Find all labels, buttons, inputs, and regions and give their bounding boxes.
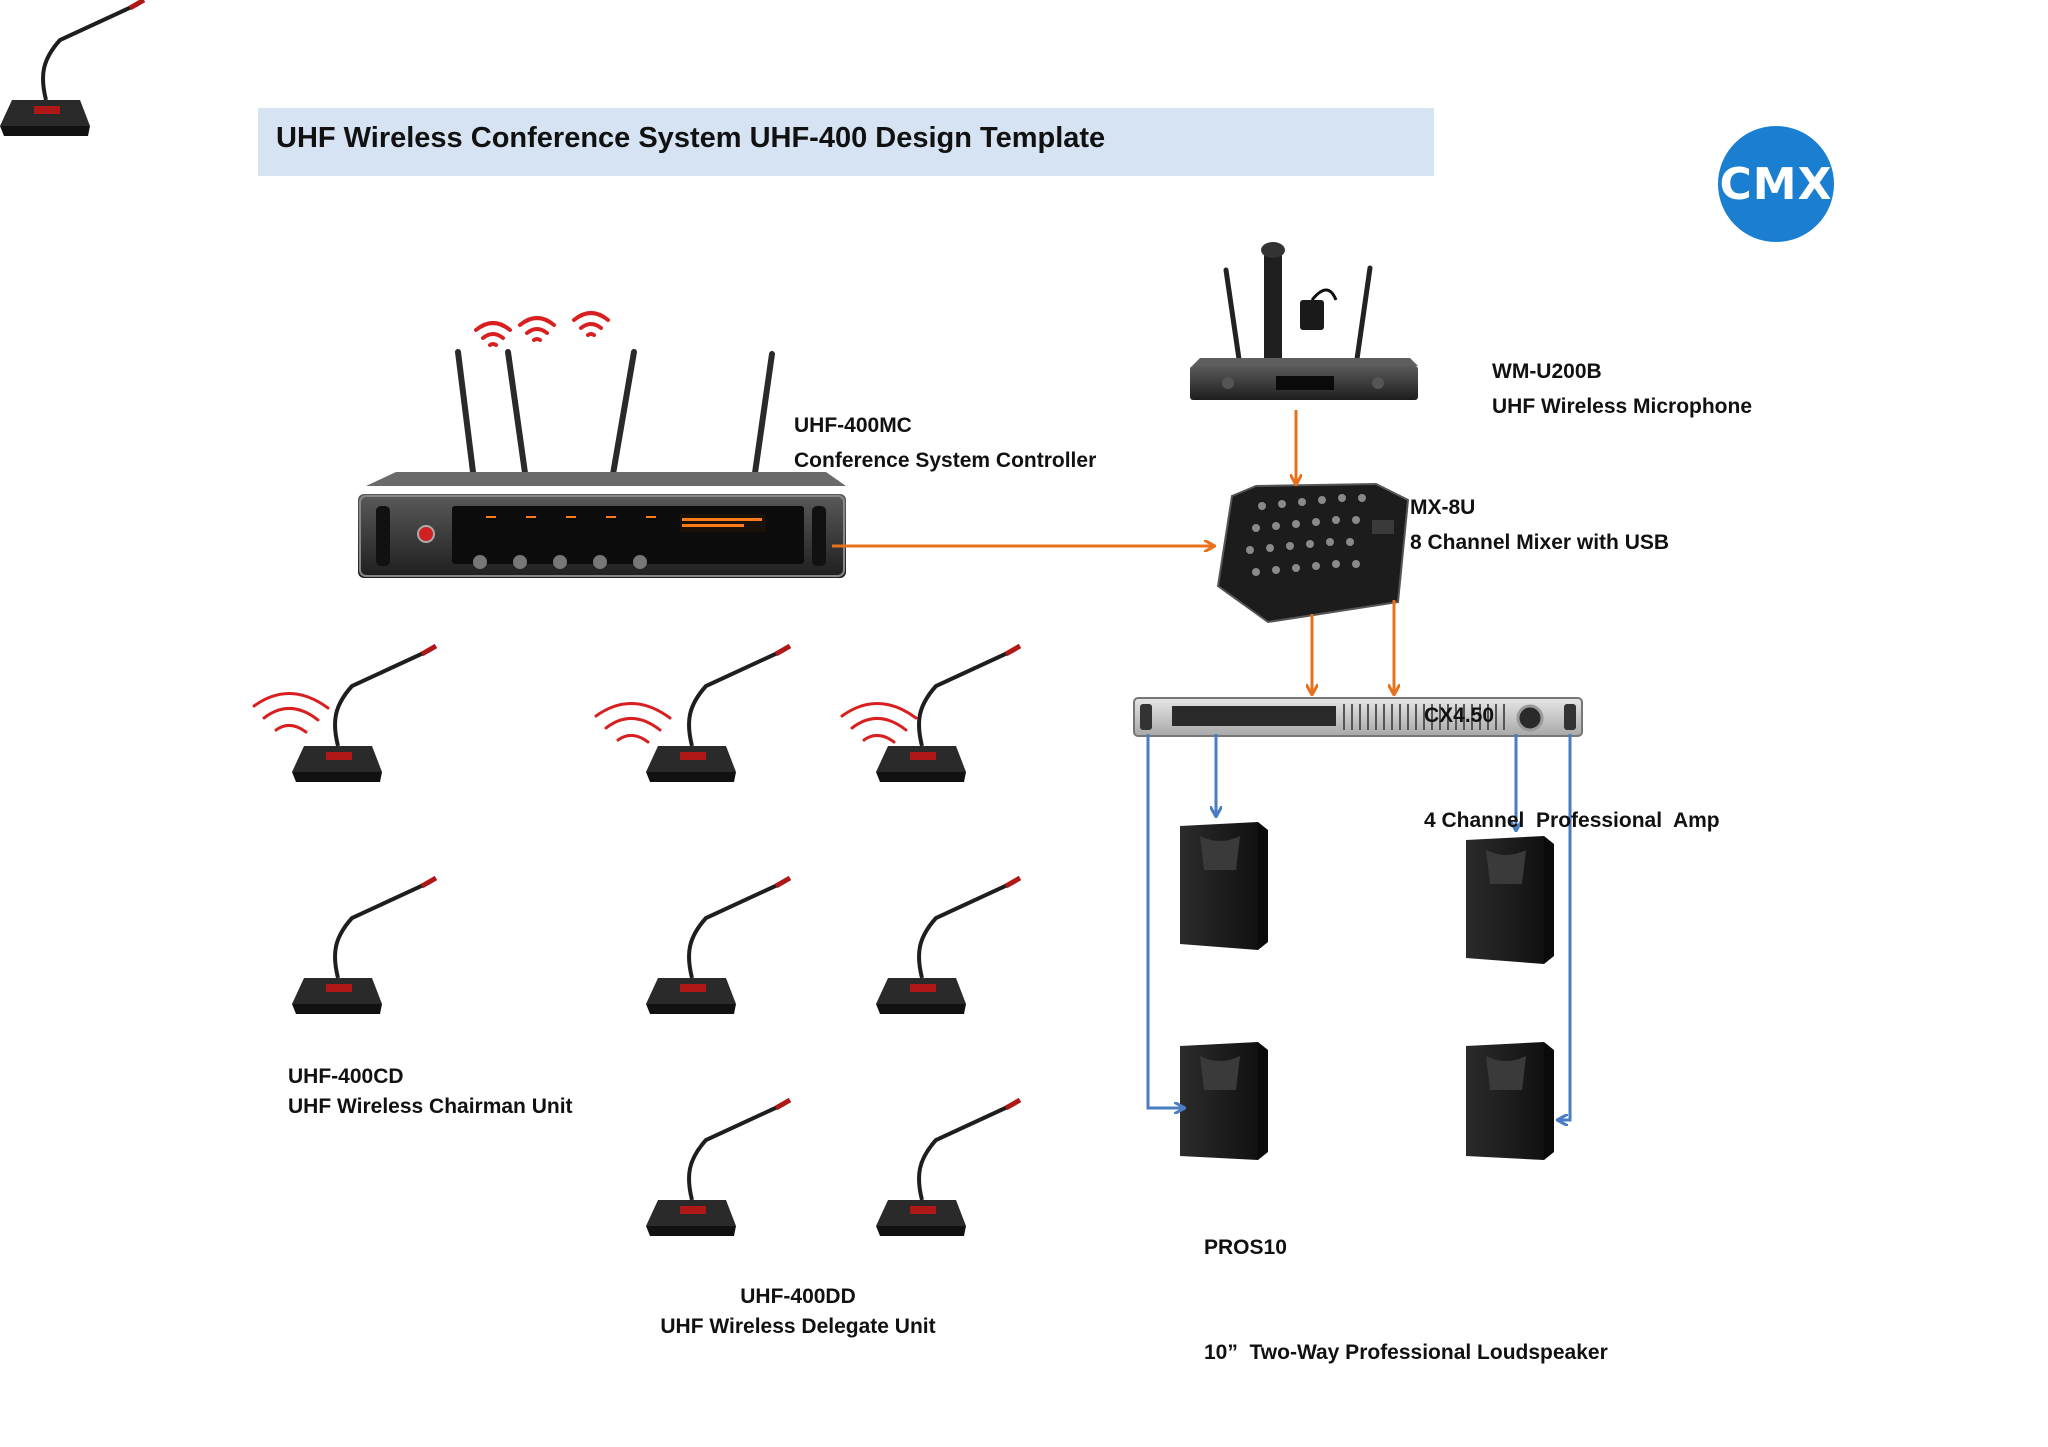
loudspeaker-icon <box>1180 822 1268 950</box>
wifi-signal-icon <box>252 692 918 744</box>
loudspeaker-icon <box>1180 1042 1268 1160</box>
controller-antennas <box>455 349 775 483</box>
chairman-model: UHF-400CD <box>288 1065 404 1088</box>
wifi-signal-icon <box>474 311 610 347</box>
controller-model: UHF-400MC <box>794 414 912 437</box>
delegate-label: UHF-400DD UHF Wireless Delegate Unit <box>658 1282 938 1342</box>
microphone-label: WM-U200B UHF Wireless Microphone <box>1492 354 1752 424</box>
loudspeaker-icon <box>1466 1042 1554 1160</box>
chairman-unit-2 <box>292 878 436 1014</box>
wireless-receiver-icon <box>1190 242 1418 400</box>
signal-arrows <box>832 410 1394 694</box>
chairman-name: UHF Wireless Chairman Unit <box>288 1095 573 1118</box>
speaker-lines <box>1146 734 1572 1120</box>
microphone-name: UHF Wireless Microphone <box>1492 395 1753 418</box>
delegate-unit-2 <box>876 646 1020 782</box>
microphone-model: WM-U200B <box>1492 360 1602 383</box>
chairman-unit-1 <box>292 646 436 782</box>
delegate-unit-5 <box>646 1100 790 1236</box>
gooseneck-mic-icon <box>0 0 146 136</box>
delegate-model: UHF-400DD <box>740 1285 856 1308</box>
speaker-model: PROS10 <box>1204 1236 1287 1259</box>
logo-text: CMX <box>1719 158 1833 210</box>
mixer-label: MX-8U 8 Channel Mixer with USB <box>1410 490 1669 560</box>
amp-label: CX4.50 4 Channel Professional Amp <box>1424 628 1720 873</box>
page-title: UHF Wireless Conference System UHF-400 D… <box>276 122 1106 154</box>
speaker-label: PROS10 10” Two-Way Professional Loudspea… <box>1204 1160 1608 1405</box>
delegate-unit-3 <box>646 878 790 1014</box>
chairman-label: UHF-400CD UHF Wireless Chairman Unit <box>288 1062 573 1122</box>
amp-model: CX4.50 <box>1424 704 1495 727</box>
controller-name: Conference System Controller <box>794 449 1097 472</box>
delegate-unit-4 <box>876 878 1020 1014</box>
title-bar: UHF Wireless Conference System UHF-400 D… <box>258 108 1434 176</box>
speaker-name: 10” Two-Way Professional Loudspeaker <box>1204 1341 1608 1364</box>
delegate-unit-6 <box>876 1100 1020 1236</box>
controller-label: UHF-400MC Conference System Controller <box>794 408 1096 478</box>
mixer-icon <box>1216 482 1410 624</box>
amp-name: 4 Channel Professional Amp <box>1424 809 1720 832</box>
delegate-unit-1 <box>646 646 790 782</box>
mixer-name: 8 Channel Mixer with USB <box>1410 531 1670 554</box>
cmx-logo: CMX <box>1718 126 1834 242</box>
loudspeaker-icon <box>1466 836 1554 964</box>
mixer-model: MX-8U <box>1410 496 1476 519</box>
amplifier-icon <box>1133 697 1583 737</box>
delegate-name: UHF Wireless Delegate Unit <box>660 1315 936 1338</box>
rack-controller-icon <box>358 472 846 578</box>
